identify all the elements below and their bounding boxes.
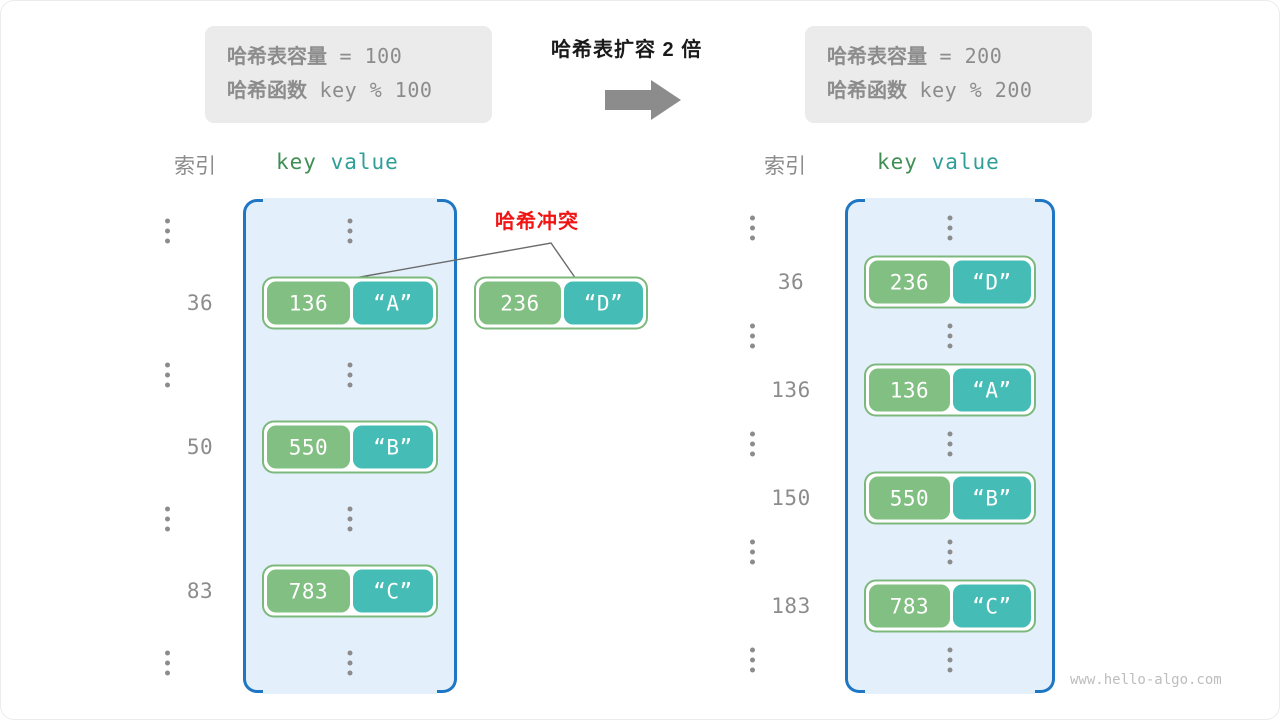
vertical-ellipsis-icon	[165, 362, 235, 388]
right-value-header: value	[931, 150, 1000, 174]
row-key: 236	[869, 260, 950, 304]
vertical-ellipsis-icon	[347, 650, 353, 676]
index-label: 183	[771, 594, 811, 618]
row-key: 550	[869, 476, 950, 520]
vertical-ellipsis-icon	[347, 506, 353, 532]
vertical-ellipsis-icon	[947, 647, 953, 673]
watermark: www.hello-algo.com	[1070, 672, 1222, 688]
left-value-header: value	[330, 150, 399, 174]
table-row: 550“B”	[262, 420, 438, 474]
index-label: 36	[186, 291, 214, 315]
row-value: “A”	[952, 368, 1031, 412]
row-key: 550	[267, 425, 350, 469]
vertical-ellipsis-icon	[750, 215, 832, 241]
vertical-ellipsis-icon	[947, 215, 953, 241]
table-row: 136“A”	[864, 363, 1036, 417]
index-label: 150	[771, 486, 811, 510]
bucket-top-mask	[263, 198, 437, 203]
overflow-pair-key: 236	[479, 281, 561, 325]
left-hash-label: 哈希函数	[227, 78, 307, 103]
index-label: 50	[186, 435, 214, 459]
row-value: “D”	[952, 260, 1031, 304]
left-bucket-body: 136“A” 550“B” 783“C”	[243, 199, 457, 693]
row-key: 783	[267, 569, 350, 613]
transition-caption: 哈希表扩容 2 倍	[551, 39, 703, 61]
row-value: “C”	[952, 584, 1031, 628]
bucket-top-mask	[865, 198, 1035, 203]
left-info-box: 哈希表容量 = 100 哈希函数 key % 100	[205, 26, 492, 123]
right-hash-line: 哈希函数 key % 200	[827, 73, 1070, 107]
row-value: “B”	[952, 476, 1031, 520]
left-hash-value: key % 100	[307, 78, 433, 103]
index-label: 136	[771, 378, 811, 402]
vertical-ellipsis-icon	[947, 431, 953, 457]
left-capacity-label: 哈希表容量	[227, 44, 327, 68]
right-capacity-line: 哈希表容量 = 200	[827, 39, 1070, 73]
left-index-column: 36 50 83	[165, 190, 235, 700]
right-index-header: 索引	[764, 154, 806, 178]
row-value: “A”	[352, 281, 433, 325]
right-key-header: key	[877, 150, 918, 174]
table-row: 136“A”	[262, 276, 438, 330]
left-key-header: key	[276, 150, 317, 174]
vertical-ellipsis-icon	[750, 539, 832, 565]
index-label: 83	[186, 579, 214, 603]
vertical-ellipsis-icon	[947, 539, 953, 565]
vertical-ellipsis-icon	[750, 431, 832, 457]
table-row: 783“C”	[262, 564, 438, 618]
vertical-ellipsis-icon	[347, 218, 353, 244]
collision-label: 哈希冲突	[495, 211, 579, 233]
left-kv-header: key value	[276, 150, 399, 174]
row-key: 136	[869, 368, 950, 412]
overflow-pair: 236 “D”	[474, 276, 648, 330]
row-key: 783	[869, 584, 950, 628]
left-capacity-line: 哈希表容量 = 100	[227, 39, 470, 73]
bucket-bottom-mask	[865, 689, 1035, 694]
right-capacity-value: = 200	[927, 44, 1003, 68]
index-ellipsis	[750, 431, 832, 457]
table-row: 236“D”	[864, 255, 1036, 309]
index-ellipsis	[165, 218, 235, 244]
left-capacity-value: = 100	[327, 44, 403, 68]
vertical-ellipsis-icon	[750, 647, 832, 673]
index-ellipsis	[750, 215, 832, 241]
bucket-bottom-mask	[263, 689, 437, 694]
left-index-header: 索引	[174, 154, 216, 178]
vertical-ellipsis-icon	[750, 323, 832, 349]
row-key: 136	[267, 281, 350, 325]
index-ellipsis	[750, 323, 832, 349]
right-hash-value: key % 200	[907, 78, 1033, 103]
index-ellipsis	[165, 506, 235, 532]
index-ellipsis	[165, 362, 235, 388]
right-bucket-body: 236“D” 136“A” 550“B” 783“C”	[845, 199, 1055, 693]
left-hash-line: 哈希函数 key % 100	[227, 73, 470, 107]
vertical-ellipsis-icon	[165, 218, 235, 244]
right-info-box: 哈希表容量 = 200 哈希函数 key % 200	[805, 26, 1092, 123]
right-arrow-icon	[603, 78, 683, 122]
index-ellipsis	[165, 650, 235, 676]
vertical-ellipsis-icon	[165, 650, 235, 676]
table-row: 783“C”	[864, 579, 1036, 633]
table-row: 550“B”	[864, 471, 1036, 525]
overflow-pair-value: “D”	[563, 281, 643, 325]
left-hash-table: 136“A” 550“B” 783“C”	[243, 198, 457, 694]
right-hash-label: 哈希函数	[827, 78, 907, 103]
index-ellipsis	[750, 647, 832, 673]
right-capacity-label: 哈希表容量	[827, 44, 927, 68]
index-label: 36	[777, 270, 805, 294]
right-index-column: 36 136 150 183	[750, 190, 832, 700]
index-ellipsis	[750, 539, 832, 565]
row-value: “B”	[352, 425, 433, 469]
row-value: “C”	[352, 569, 433, 613]
vertical-ellipsis-icon	[347, 362, 353, 388]
vertical-ellipsis-icon	[947, 323, 953, 349]
vertical-ellipsis-icon	[165, 506, 235, 532]
right-kv-header: key value	[877, 150, 1000, 174]
right-hash-table: 236“D” 136“A” 550“B” 783“C”	[845, 198, 1055, 694]
